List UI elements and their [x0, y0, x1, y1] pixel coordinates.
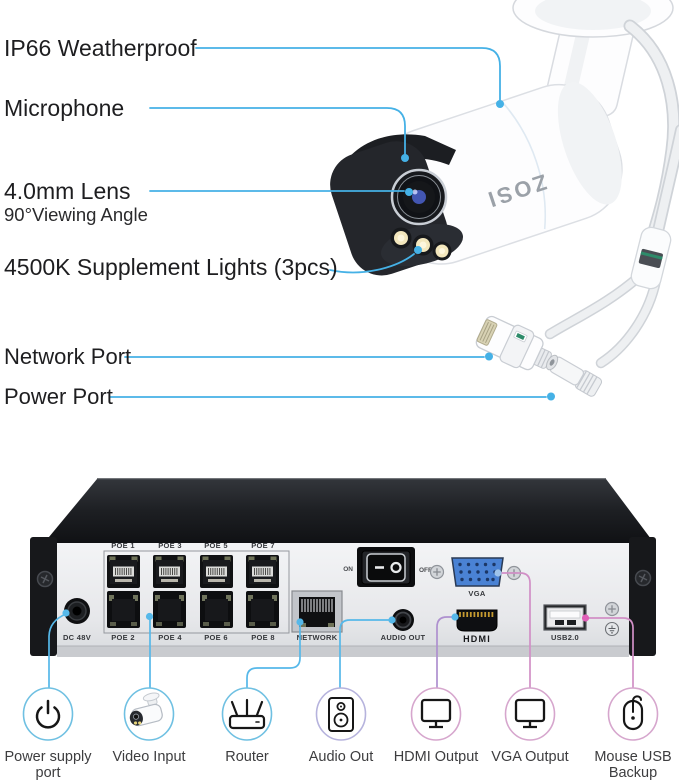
power-jack: DC 48V	[63, 598, 91, 642]
line-audio-out	[339, 619, 393, 690]
callout-label-lights: 4500K Supplement Lights (3pcs)	[4, 254, 338, 280]
camera-callout-lines	[109, 47, 547, 398]
line-power-supply	[48, 613, 67, 690]
audio-out-jack: AUDIO OUT	[381, 609, 426, 642]
switch-on-label: ON	[343, 566, 353, 573]
power-jack-label: DC 48V	[63, 633, 91, 642]
nvr-top-panel	[44, 479, 654, 543]
poe-port	[246, 591, 279, 628]
poe-port	[245, 554, 280, 589]
nvr-right-endcap	[629, 537, 656, 656]
callout-line-lights	[329, 253, 415, 274]
poe-port	[152, 554, 187, 589]
legend-circle	[607, 687, 659, 741]
poe-label: POE 1	[111, 541, 135, 550]
poe-label: POE 7	[251, 541, 275, 550]
callout-label-viewing-angle: 90°Viewing Angle	[4, 204, 148, 225]
callout-label-microphone: Microphone	[4, 95, 124, 121]
vga-port-label: VGA	[468, 589, 485, 598]
callout-label-power-port: Power Port	[4, 384, 113, 409]
camera-visor	[337, 134, 456, 189]
nvr-faceplate	[57, 543, 629, 646]
panel-screw	[429, 564, 445, 580]
vga-port: VGA	[451, 557, 522, 598]
supplement-lights	[380, 223, 464, 267]
network-pigtail-connector	[475, 315, 552, 371]
legend-label-vga-output: VGA Output	[491, 749, 568, 765]
poe-port	[200, 591, 233, 628]
audio-out-label: AUDIO OUT	[381, 633, 426, 642]
line-hdmi-output	[436, 616, 456, 689]
endcap-screw-left	[36, 570, 54, 588]
poe-label: POE 3	[158, 541, 182, 550]
poe-label: POE 5	[204, 541, 228, 550]
legend-circle	[504, 687, 556, 741]
poe-port	[106, 554, 141, 589]
poe-label: POE 2	[111, 633, 135, 642]
cable-splitter	[630, 226, 672, 290]
legend-label-hdmi-output: HDMI Output	[394, 749, 479, 765]
mouse-icon	[622, 695, 644, 731]
legend-row: Power supply port Video Input Router Aud…	[4, 687, 672, 780]
poe-port	[199, 554, 234, 589]
legend-label-mouse-usb: Mouse USB	[594, 749, 671, 765]
usb-port-label: USB2.0	[551, 633, 579, 642]
poe-label: POE 6	[204, 633, 228, 642]
legend-label-power-supply: Power supply	[4, 749, 92, 765]
callout-label-lens: 4.0mm Lens	[4, 178, 131, 204]
legend-label-router: Router	[225, 749, 269, 765]
poe-label: POE 4	[158, 633, 182, 642]
hdmi-port-label: HDMI	[463, 634, 491, 644]
callout-line-microphone	[149, 107, 406, 155]
line-vga-output	[498, 572, 531, 689]
endcap-screw-right	[634, 569, 652, 587]
camera-front	[330, 134, 464, 276]
power-icon	[35, 699, 61, 729]
legend-label-power-supply-2: port	[36, 765, 61, 780]
line-router	[246, 623, 301, 690]
camera-illustration: ZOSI	[4, 0, 679, 409]
nvr-connection-dots	[62, 569, 590, 626]
line-mouse-usb	[585, 617, 634, 689]
poe-port	[107, 591, 140, 628]
camera-icon	[129, 692, 163, 727]
switch-off-label: OFF	[419, 567, 432, 574]
ground-screw	[604, 601, 620, 617]
legend-label-mouse-usb-2: Backup	[609, 765, 657, 780]
ground-icon	[604, 621, 620, 637]
callout-line-ip66	[195, 47, 501, 101]
legend-label-video-input: Video Input	[112, 749, 185, 765]
nvr-illustration: DC 48V POE 1 POE 3 POE 5 POE 7 POE 2 POE…	[30, 478, 656, 657]
legend-label-audio-out: Audio Out	[309, 749, 374, 765]
speaker-icon	[328, 697, 354, 732]
network-port-label: NETWORK	[297, 633, 338, 642]
callout-label-network-port: Network Port	[4, 344, 131, 369]
nvr-connection-lines	[48, 572, 634, 691]
callout-label-weatherproof: IP66 Weatherproof	[4, 35, 197, 61]
usb-port: USB2.0	[543, 604, 587, 642]
router-icon	[228, 698, 266, 730]
legend-circle	[410, 687, 462, 741]
poe-port	[153, 591, 186, 628]
hdmi-port: HDMI	[456, 609, 498, 644]
camera-callout-dots	[401, 100, 555, 401]
power-pigtail-connector	[545, 354, 603, 397]
poe-label: POE 8	[251, 633, 275, 642]
nvr-left-endcap	[30, 537, 57, 656]
poe-port-block: POE 1 POE 3 POE 5 POE 7 POE 2 POE 4 POE …	[103, 541, 290, 642]
power-switch: ON OFF	[343, 547, 445, 587]
network-port: NETWORK	[291, 590, 343, 642]
nvr-bottom-strip	[57, 646, 629, 657]
